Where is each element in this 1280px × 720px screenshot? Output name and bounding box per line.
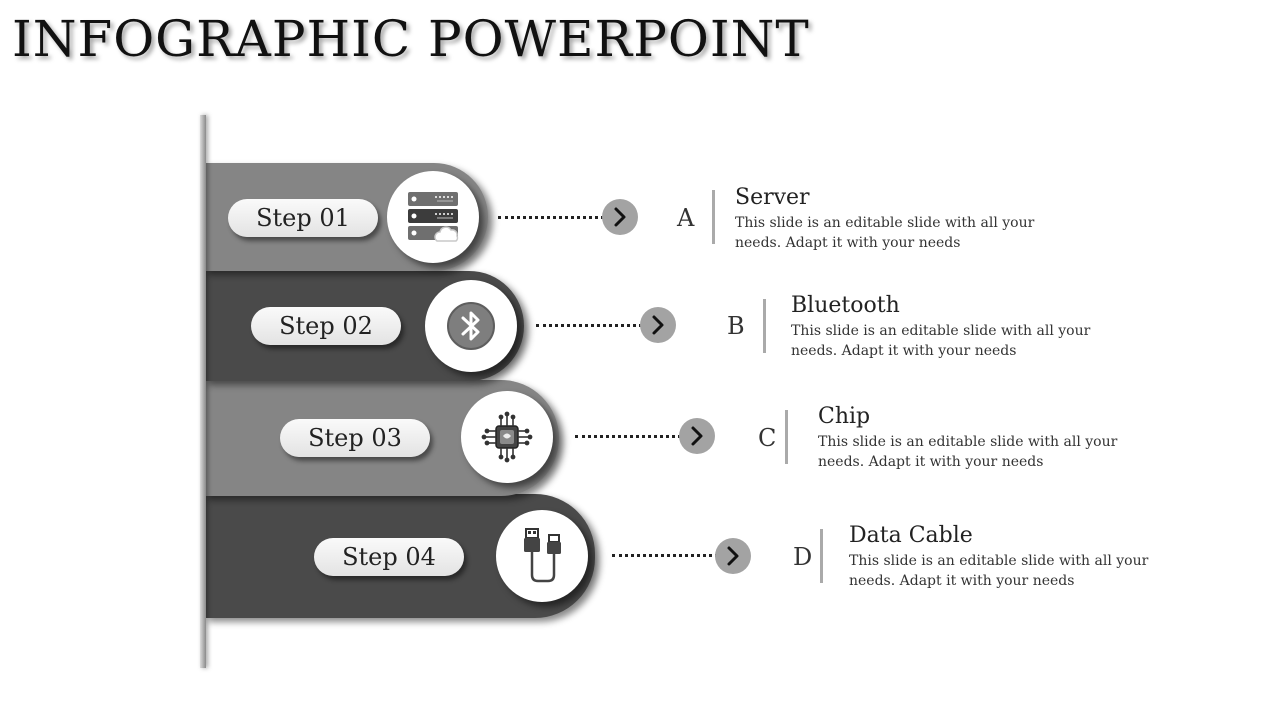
arrow-button[interactable] bbox=[640, 307, 676, 343]
connector-dots bbox=[536, 324, 642, 327]
step-label: Step 04 bbox=[314, 538, 464, 576]
server-cloud-icon bbox=[408, 192, 459, 242]
separator bbox=[763, 299, 766, 353]
vertical-bar bbox=[200, 115, 206, 668]
arrow-button[interactable] bbox=[679, 418, 715, 454]
step-icon-circle bbox=[461, 391, 553, 483]
step-icon-circle bbox=[425, 280, 517, 372]
page-title: INFOGRAPHIC POWERPOINT bbox=[12, 10, 810, 68]
step-description: This slide is an editable slide with all… bbox=[849, 553, 1149, 589]
bluetooth-icon bbox=[447, 302, 495, 350]
chevron-right-icon bbox=[727, 546, 739, 566]
separator bbox=[712, 190, 715, 244]
connector-dots bbox=[575, 435, 681, 438]
chip-icon bbox=[481, 411, 533, 463]
step-label: Step 01 bbox=[228, 199, 378, 237]
step-heading: Chip bbox=[818, 404, 871, 429]
separator bbox=[785, 410, 788, 464]
step-letter: A bbox=[677, 204, 695, 232]
chevron-right-icon bbox=[691, 426, 703, 446]
step-letter: D bbox=[793, 543, 813, 571]
separator bbox=[820, 529, 823, 583]
step-icon-circle bbox=[387, 171, 479, 263]
step-heading: Data Cable bbox=[849, 523, 973, 548]
step-icon-circle bbox=[496, 510, 588, 602]
chevron-right-icon bbox=[652, 315, 664, 335]
arrow-button[interactable] bbox=[715, 538, 751, 574]
step-description: This slide is an editable slide with all… bbox=[791, 323, 1091, 359]
arrow-button[interactable] bbox=[602, 199, 638, 235]
step-letter: C bbox=[758, 424, 777, 452]
step-label: Step 03 bbox=[280, 419, 430, 457]
step-heading: Bluetooth bbox=[791, 293, 900, 318]
connector-dots bbox=[498, 216, 604, 219]
step-label: Step 02 bbox=[251, 307, 401, 345]
usb-cable-icon bbox=[524, 528, 561, 583]
connector-dots bbox=[612, 554, 718, 557]
step-letter: B bbox=[727, 312, 745, 340]
step-heading: Server bbox=[735, 185, 810, 210]
step-description: This slide is an editable slide with all… bbox=[818, 434, 1118, 470]
chevron-right-icon bbox=[614, 207, 626, 227]
step-description: This slide is an editable slide with all… bbox=[735, 215, 1035, 251]
